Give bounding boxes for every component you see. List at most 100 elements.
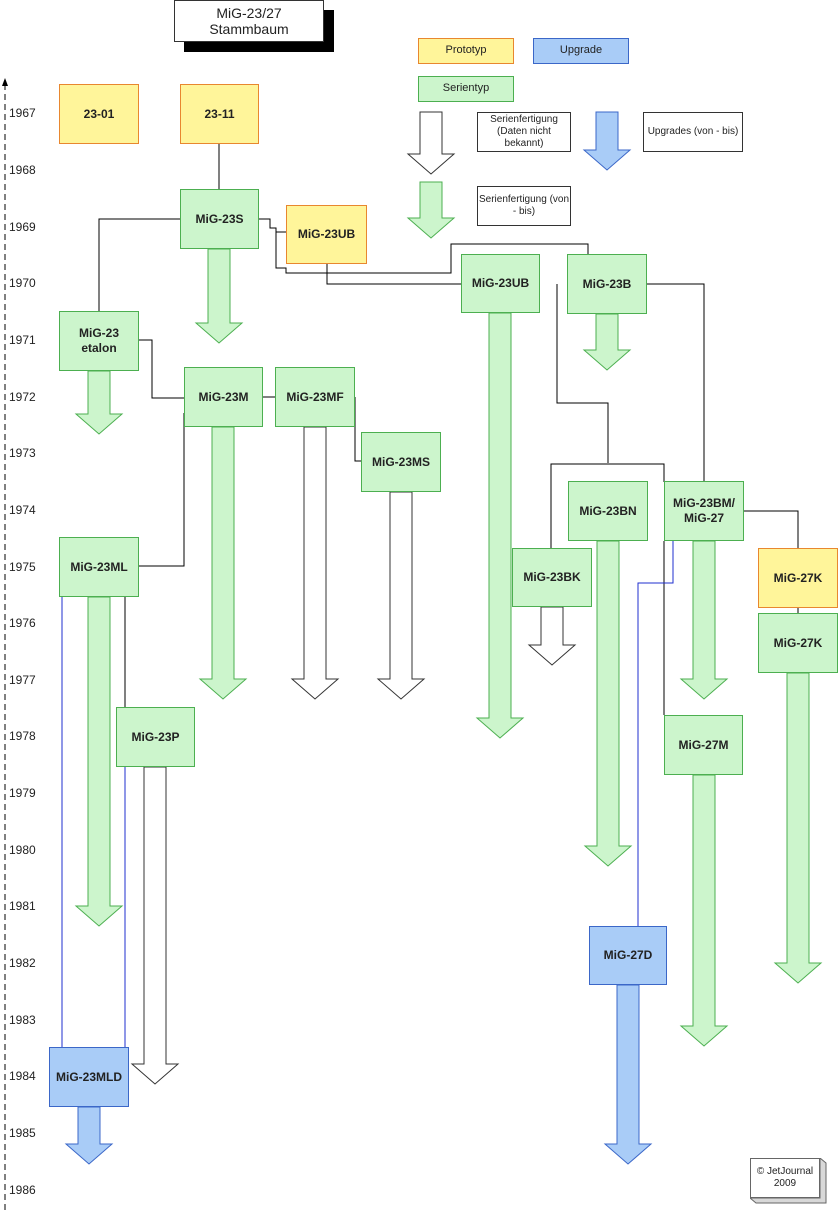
mig-23ms-production-arrow (376, 491, 426, 700)
mig-23mf-production-arrow (290, 426, 340, 700)
node-mig-23ms: MiG-23MS (361, 432, 441, 492)
node-mig-23mld: MiG-23MLD (49, 1047, 129, 1107)
node-mig-23ml: MiG-23ML (59, 537, 139, 597)
node-mig-23bk: MiG-23BK (512, 548, 592, 607)
copyright-line-2: 2009 (773, 1178, 797, 1189)
year-label: 1984 (9, 1069, 36, 1083)
diagram-title: MiG-23/27 Stammbaum (174, 0, 334, 52)
node-label: MiG-23BK (523, 570, 581, 584)
year-label: 1974 (9, 503, 36, 517)
legend-series-type-label: Serientyp (442, 82, 490, 95)
legend-production-unknown-label: Serienfertigung (Daten nicht bekannt) (490, 114, 558, 149)
mig-23bk-production-arrow (527, 606, 577, 666)
mig-23mld-upgrade-arrow (64, 1106, 114, 1165)
node-label: MiG-27D (603, 948, 653, 962)
legend-production-range-label: Serienfertigung (von - bis) (478, 194, 570, 217)
node-mig-23ub: MiG-23UB (461, 254, 540, 313)
node-mig-23b: MiG-23B (567, 254, 647, 314)
mig-23bn-production-arrow (583, 540, 633, 867)
legend-prototype-label: Prototyp (445, 44, 487, 57)
mig-23s-production-arrow (194, 248, 244, 344)
node-label: MiG-23ML (70, 559, 128, 574)
node-label: 23-01 (83, 106, 115, 121)
copyright-face: © JetJournal 2009 (750, 1158, 820, 1198)
node-label: 23-11 (204, 106, 235, 121)
year-label: 1970 (9, 276, 36, 290)
copyright-3d-edge (750, 1158, 827, 1204)
legend-upgrades-range-label: Upgrades (von - bis) (647, 126, 739, 137)
node-mig-27k-prototype: MiG-27K (758, 548, 838, 608)
copyright-line-1: © JetJournal (756, 1166, 814, 1177)
timeline-axis (2, 78, 8, 1210)
legend-upgrades-range: Upgrades (von - bis) (643, 112, 743, 152)
year-label: 1978 (9, 729, 36, 743)
year-label: 1983 (9, 1013, 36, 1027)
node-label: MiG-23UB (297, 227, 356, 241)
node-label-line-2: MiG-27 (683, 511, 724, 525)
year-label: 1979 (9, 786, 36, 800)
node-mig-23ub-prototype: MiG-23UB (286, 205, 367, 264)
year-label: 1986 (9, 1183, 36, 1197)
production-arrows (64, 248, 823, 1165)
year-label: 1981 (9, 899, 36, 913)
node-label-line-2: etalon (81, 341, 117, 355)
copyright-note: © JetJournal 2009 (750, 1158, 828, 1204)
node-label: MiG-23MLD (56, 1069, 122, 1084)
node-label: MiG-23B (582, 276, 632, 291)
mig-27d-upgrade-arrow (603, 984, 653, 1165)
year-label: 1973 (9, 446, 36, 460)
legend-green-arrow (406, 181, 456, 239)
year-label: 1967 (9, 106, 36, 120)
node-23-11: 23-11 (180, 84, 259, 144)
connector-lines (98, 144, 799, 715)
year-label: 1976 (9, 616, 36, 630)
mig-23ub-production-arrow (475, 312, 525, 739)
year-label: 1980 (9, 843, 36, 857)
year-label: 1972 (9, 390, 36, 404)
mig-23bm-production-arrow (679, 540, 729, 700)
node-label: MiG-23BN (579, 503, 637, 518)
mig-27k-production-arrow (773, 672, 823, 984)
node-label: MiG-27K (773, 635, 823, 650)
node-mig-23bm-mig-27: MiG-23BM/MiG-27 (664, 481, 744, 541)
node-label: MiG-23M (198, 389, 249, 404)
mig-23ml-production-arrow (74, 596, 124, 927)
node-label: MiG-27M (678, 737, 729, 752)
mig-27m-production-arrow (679, 774, 729, 1047)
legend-production-unknown: Serienfertigung (Daten nicht bekannt) (477, 112, 571, 152)
year-label: 1971 (9, 333, 36, 347)
node-label: MiG-23S (195, 211, 244, 226)
node-mig-23m: MiG-23M (184, 367, 263, 427)
node-label-line-1: MiG-23BM/ (672, 496, 735, 510)
node-label-line-1: MiG-23 (78, 326, 119, 340)
node-23-01: 23-01 (59, 84, 139, 144)
legend-series-type: Serientyp (418, 76, 514, 102)
year-label: 1982 (9, 956, 36, 970)
title-line-2: Stammbaum (209, 21, 289, 37)
year-label: 1969 (9, 220, 36, 234)
year-label: 1977 (9, 673, 36, 687)
node-label: MiG-23MS (371, 454, 430, 469)
node-mig-27m: MiG-27M (664, 715, 743, 775)
node-mig-23p: MiG-23P (116, 707, 195, 767)
title-box: MiG-23/27 Stammbaum (174, 0, 324, 42)
node-label: MiG-23UB (471, 276, 530, 290)
mig-23m-production-arrow (198, 426, 248, 700)
upgrade-lines (61, 541, 674, 1047)
legend-white-arrow (406, 111, 456, 175)
year-label: 1975 (9, 560, 36, 574)
node-label: MiG-23P (131, 729, 180, 744)
node-mig-23bn: MiG-23BN (568, 481, 648, 541)
legend-upgrade-label: Upgrade (559, 44, 603, 57)
legend-blue-arrow (582, 111, 632, 171)
year-label: 1985 (9, 1126, 36, 1140)
legend-prototype: Prototyp (418, 38, 514, 64)
title-line-1: MiG-23/27 (216, 4, 282, 21)
mig-23p-production-arrow (130, 766, 180, 1085)
mig-23b-production-arrow (582, 313, 632, 371)
mig-23-etalon-production-arrow (74, 370, 124, 435)
legend-upgrade: Upgrade (533, 38, 629, 64)
node-mig-27k: MiG-27K (758, 613, 838, 673)
